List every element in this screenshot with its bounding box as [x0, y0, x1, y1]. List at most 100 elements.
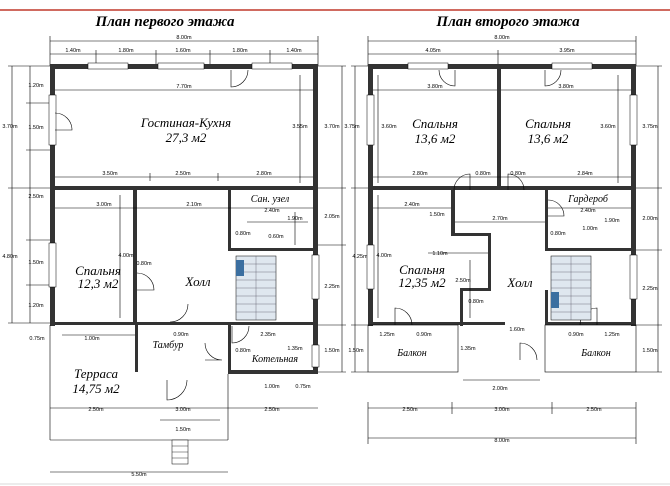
second-floor-title: План второго этажа: [435, 14, 580, 30]
dim-f-top-s2: 1.80m: [118, 48, 134, 54]
room-bedroom-2-area: 13,6 м2: [415, 131, 456, 146]
dim-s-left-360: 3.60m: [381, 124, 397, 130]
dim-s-left-380: 3.80m: [427, 84, 443, 90]
dim-s-left-425: 4.25m: [352, 254, 368, 260]
room-balcony-right: Балкон: [580, 348, 611, 359]
dim-f-bottom-total: 5.50m: [131, 472, 147, 478]
dim-s-bed-d1: 1.50m: [429, 212, 445, 218]
dim-s-ward-h: 1.90m: [604, 218, 620, 224]
dim-s-balc-r2: 1.25m: [604, 332, 620, 338]
dim-s-right-225: 2.25m: [642, 286, 658, 292]
dim-f-terr-w3: 2.50m: [264, 407, 280, 413]
first-floor-plan: 8.00m 1.40m 1.80m 1.60m 1.80m 1.40m 1.20…: [2, 35, 346, 478]
dim-s-right-150: 1.50m: [642, 348, 658, 354]
dim-f-inner-770: 7.70m: [176, 84, 192, 90]
room-living-kitchen-area: 27,3 м2: [166, 130, 207, 145]
dim-s-hall-d: 1.10m: [432, 251, 448, 257]
dim-s-ward-d2: 0.80m: [550, 231, 566, 237]
dim-f-top-s1: 1.40m: [65, 48, 81, 54]
dim-f-right-225: 2.25m: [324, 284, 340, 290]
dim-s-bed-h: 4.00m: [376, 253, 392, 259]
dim-s-right-360: 3.60m: [600, 124, 616, 130]
room-bedroom-4-area: 12,35 м2: [398, 275, 446, 290]
room-bedroom-3: Спальня: [525, 116, 571, 131]
dim-s-row-080a: 0.80m: [475, 171, 491, 177]
dim-f-bath-w: 2.40m: [264, 208, 280, 214]
dim-f-terr-door: 1.00m: [84, 336, 100, 342]
dim-s-bed-w: 2.40m: [404, 202, 420, 208]
dim-f-bath-d2: 0.60m: [268, 234, 284, 240]
dim-f-left-250: 2.50m: [28, 194, 44, 200]
dim-s-left-375: 3.75m: [344, 124, 360, 130]
second-floor-stairs: [550, 255, 592, 321]
dim-f-vest-d: 0.90m: [173, 332, 189, 338]
dim-f-row-280: 2.80m: [256, 171, 272, 177]
terrace-outline: [49, 325, 318, 441]
first-floor-title: План первого этажа: [94, 14, 235, 30]
dim-f-left-370: 3.70m: [2, 124, 18, 130]
dim-s-balc-l2: 0.90m: [416, 332, 432, 338]
dim-s-right-380: 3.80m: [558, 84, 574, 90]
room-bedroom-1-area: 12,3 м2: [78, 276, 119, 291]
dim-f-top-s4: 1.80m: [232, 48, 248, 54]
dim-s-bottom-total: 8.00m: [494, 438, 510, 444]
dim-s-door-w: 2.00m: [492, 386, 508, 392]
dim-f-left-120a: 1.20m: [28, 83, 44, 89]
dim-f-bath-d1: 0.80m: [235, 231, 251, 237]
dim-f-bed-w: 3.00m: [96, 202, 112, 208]
dim-f-row-350: 3.50m: [102, 171, 118, 177]
dim-f-boil-h: 1.35m: [287, 346, 303, 352]
dim-f-terr-w1: 2.50m: [88, 407, 104, 413]
dim-f-terr-w2: 3.00m: [175, 407, 191, 413]
dim-f-boil-w: 2.35m: [260, 332, 276, 338]
dim-s-ward-w: 2.40m: [580, 208, 596, 214]
dim-f-boil-b1: 1.00m: [264, 384, 280, 390]
room-bedroom-4: Спальня: [399, 262, 445, 277]
dim-f-top-s5: 1.40m: [286, 48, 302, 54]
dim-s-balc-c: 1.35m: [460, 346, 476, 352]
dim-f-right-355: 3.55m: [292, 124, 308, 130]
dim-f-terr-step: 1.50m: [175, 427, 191, 433]
room-bedroom-2: Спальня: [412, 116, 458, 131]
room-vestibule: Тамбур: [153, 340, 184, 351]
dim-f-left-120b: 1.20m: [28, 303, 44, 309]
dim-s-bot-1: 2.50m: [402, 407, 418, 413]
dim-s-row-080b: 0.80m: [510, 171, 526, 177]
room-wardrobe: Гардероб: [567, 194, 609, 205]
room-bathroom: Сан. узел: [251, 194, 290, 205]
dim-s-hall-h: 2.50m: [455, 278, 471, 284]
dim-s-hall-b: 1.60m: [509, 327, 525, 333]
dim-s-row-280b: 2.84m: [577, 171, 593, 177]
room-boiler: Котельная: [251, 354, 299, 365]
dim-f-right-370: 3.70m: [324, 124, 340, 130]
dim-f-bed-d: 0.80m: [136, 261, 152, 267]
dim-f-right-150: 1.50m: [324, 348, 340, 354]
dim-s-right-200: 2.00m: [642, 216, 658, 222]
dim-s-top-total: 8.00m: [494, 35, 510, 41]
dim-s-bot-3: 2.50m: [586, 407, 602, 413]
room-hall-1: Холл: [184, 274, 211, 289]
dim-f-top-total: 8.00m: [176, 35, 192, 41]
dim-s-hall-w: 2.70m: [492, 216, 508, 222]
dim-f-top-s3: 1.60m: [175, 48, 191, 54]
room-balcony-left: Балкон: [396, 348, 427, 359]
room-hall-2: Холл: [506, 275, 533, 290]
dim-f-left-150b: 1.50m: [28, 260, 44, 266]
dim-s-hall-d2: 0.80m: [468, 299, 484, 305]
dim-s-ward-d: 1.00m: [582, 226, 598, 232]
dim-f-bath-h: 1.90m: [287, 216, 303, 222]
dim-f-bed-h: 4.00m: [118, 253, 134, 259]
dim-s-balc-l1: 1.25m: [379, 332, 395, 338]
dim-f-boil-d: 0.80m: [235, 348, 251, 354]
room-terrace: Терраса: [74, 366, 118, 381]
room-bedroom-3-area: 13,6 м2: [528, 131, 569, 146]
dim-f-terr-side: 0.75m: [29, 336, 45, 342]
room-living-kitchen: Гостиная-Кухня: [140, 115, 231, 130]
dim-f-right-205: 2.05m: [324, 214, 340, 220]
dim-f-row-250: 2.50m: [175, 171, 191, 177]
dim-f-left-150a: 1.50m: [28, 125, 44, 131]
dim-f-boil-b2: 0.75m: [295, 384, 311, 390]
dim-s-bot-2: 3.00m: [494, 407, 510, 413]
room-terrace-area: 14,75 м2: [72, 381, 120, 396]
